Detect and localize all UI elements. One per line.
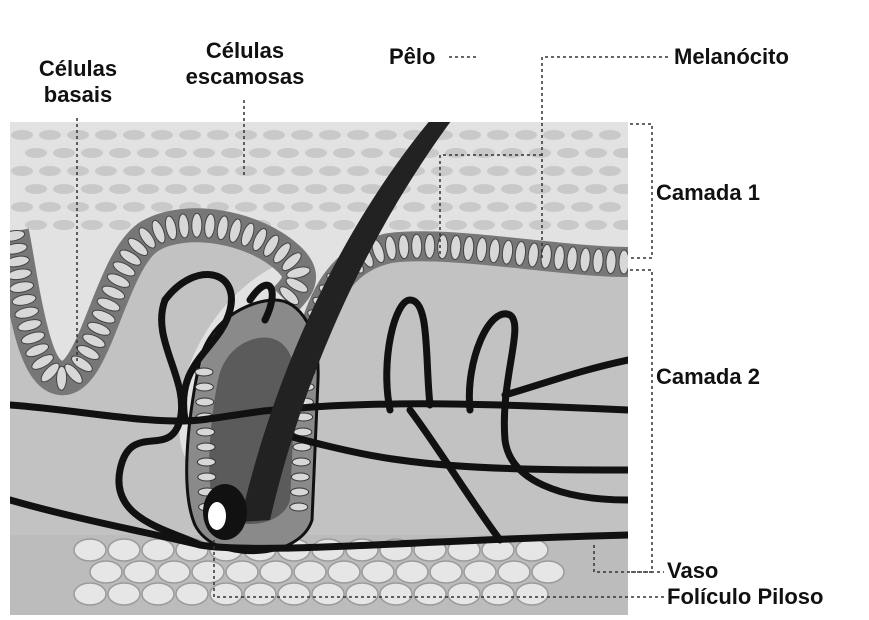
label-foliculo-piloso: Folículo Piloso: [667, 584, 823, 610]
label-camada-2: Camada 2: [656, 364, 760, 390]
label-celulas-basais-line1: Células: [18, 56, 138, 82]
label-melanocito: Melanócito: [674, 44, 789, 70]
label-celulas-basais-line2: basais: [18, 82, 138, 108]
label-pelo: Pêlo: [389, 44, 435, 70]
label-celulas-escamosas: Células escamosas: [170, 38, 320, 90]
hair-papilla: [208, 502, 226, 530]
bracket-camada1: [630, 124, 652, 258]
label-camada-1: Camada 1: [656, 180, 760, 206]
bracket-camada2: [630, 270, 652, 572]
label-celulas-basais: Células basais: [18, 56, 138, 108]
label-celulas-escamosas-line2: escamosas: [170, 64, 320, 90]
label-vaso: Vaso: [667, 558, 718, 584]
label-celulas-escamosas-line1: Células: [170, 38, 320, 64]
